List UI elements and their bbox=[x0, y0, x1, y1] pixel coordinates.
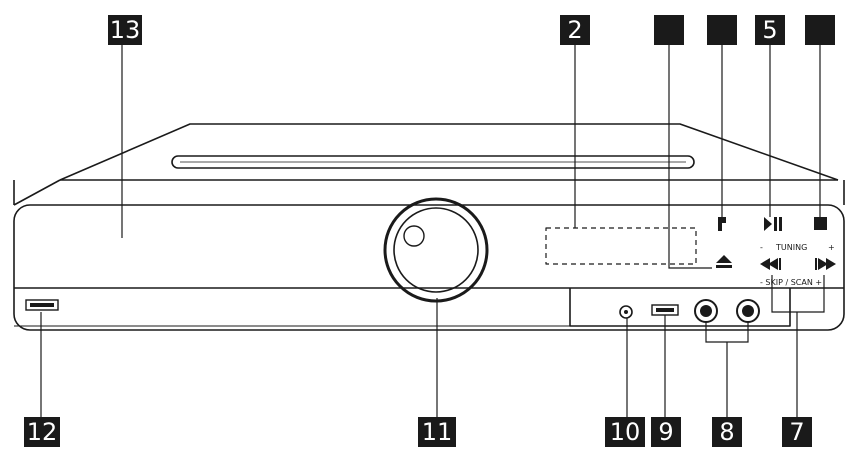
play-pause-icon bbox=[764, 217, 782, 231]
usb-port bbox=[651, 304, 679, 316]
display-window bbox=[545, 227, 697, 265]
callout-blank-function bbox=[707, 15, 737, 45]
callout-11: 11 bbox=[418, 417, 456, 447]
callout-10: 10 bbox=[605, 417, 645, 447]
stop-icon bbox=[814, 217, 827, 230]
skip-back-icon bbox=[760, 258, 781, 270]
function-icon bbox=[718, 217, 726, 231]
jack-panel bbox=[569, 288, 791, 327]
callout-5: 5 bbox=[755, 15, 785, 45]
callout-7: 7 bbox=[782, 417, 812, 447]
callout-12: 12 bbox=[24, 417, 60, 447]
leader-eject bbox=[668, 45, 712, 269]
tuning-minus-label: - bbox=[760, 243, 763, 252]
disc-slot bbox=[171, 155, 695, 169]
leader-8 bbox=[705, 322, 749, 343]
eject-icon bbox=[716, 255, 732, 268]
callout-2: 2 bbox=[560, 15, 590, 45]
tuning-label: TUNING bbox=[775, 243, 807, 252]
volume-knob bbox=[383, 197, 489, 303]
callout-blank-eject bbox=[654, 15, 684, 45]
mic-jack-left bbox=[694, 299, 718, 323]
leader-7 bbox=[771, 275, 825, 313]
skip-scan-label: - SKIP / SCAN + bbox=[760, 278, 822, 287]
skip-forward-icon bbox=[815, 258, 836, 270]
top-lid bbox=[59, 123, 839, 181]
headphone-jack bbox=[619, 305, 633, 319]
callout-13: 13 bbox=[108, 15, 142, 45]
front-body bbox=[13, 204, 845, 331]
tuning-plus-label: + bbox=[828, 243, 835, 252]
callout-blank-stop bbox=[805, 15, 835, 45]
mic-jack-right bbox=[736, 299, 760, 323]
callout-8: 8 bbox=[712, 417, 742, 447]
callout-9: 9 bbox=[651, 417, 681, 447]
